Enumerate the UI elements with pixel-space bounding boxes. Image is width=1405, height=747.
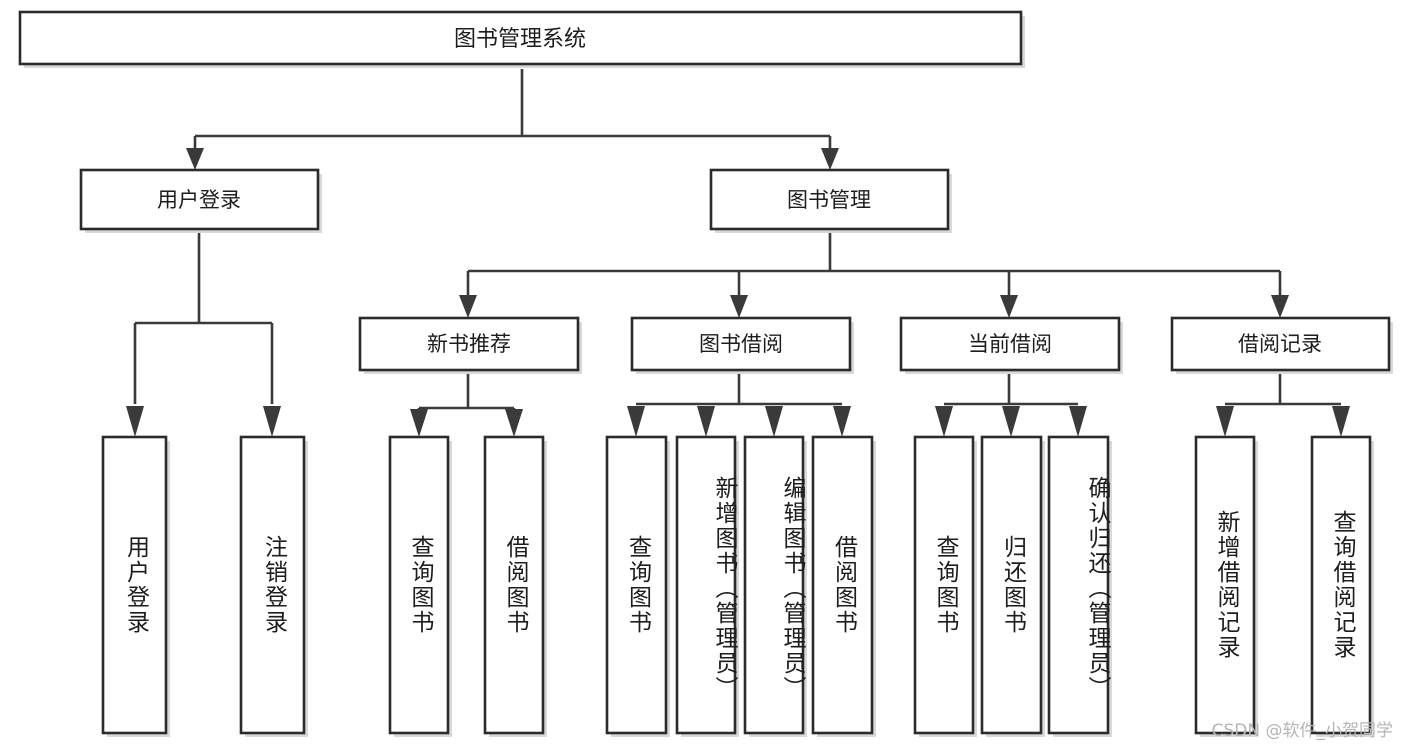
leaf-label-return-book: 归还图书 <box>999 535 1026 635</box>
arrowhead-current-borrow <box>1000 295 1018 318</box>
current-borrow-label: 当前借阅 <box>968 332 1052 356</box>
leaf-box-query-book-3[interactable] <box>913 435 975 735</box>
leaf-label-edit-book: 编辑图书（管理员） <box>779 475 805 701</box>
current-borrow-box[interactable] <box>899 316 1121 372</box>
leaf-box-logout[interactable] <box>239 435 306 735</box>
new-book-recommend-box[interactable] <box>358 316 580 372</box>
leaf-box-borrow-book-1[interactable] <box>483 435 545 735</box>
leaf-label-query-book-3: 查询图书 <box>931 535 958 635</box>
leaf-box-edit-book[interactable] <box>743 435 805 735</box>
node-user-login[interactable]: 用户登录 <box>79 168 322 233</box>
leaf-box-borrow-book-2[interactable] <box>811 435 874 735</box>
leaf-label-add-record: 新增借阅记录 <box>1212 510 1239 660</box>
book-borrow-box[interactable] <box>630 316 852 372</box>
leaf-box-query-record[interactable] <box>1310 435 1372 735</box>
arrowhead-borrow-record <box>1271 295 1289 318</box>
node-book-borrow[interactable]: 图书借阅 <box>630 316 854 374</box>
leaf-label-add-book: 新增图书（管理员） <box>711 475 737 701</box>
arrowhead-leaf-confirm-return <box>1069 406 1087 437</box>
leaf-box-query-book-1[interactable] <box>388 435 450 735</box>
arrowhead-leaf-query-book-1 <box>410 409 428 437</box>
node-new-book-recommend[interactable]: 新书推荐 <box>358 316 582 374</box>
arrowhead-leaf-logout <box>263 406 281 437</box>
root-label: 图书管理系统 <box>454 27 586 52</box>
connector-group <box>126 69 1350 437</box>
arrowhead-leaf-borrow-book-2 <box>833 406 851 437</box>
arrowhead-book-management <box>821 148 839 170</box>
leaf-box-user-login[interactable] <box>101 435 168 735</box>
leaf-box-add-book[interactable] <box>675 435 737 735</box>
new-book-recommend-label: 新书推荐 <box>427 332 511 356</box>
node-current-borrow[interactable]: 当前借阅 <box>899 316 1123 374</box>
leaf-box-query-book-2[interactable] <box>605 435 668 735</box>
book-borrow-label: 图书借阅 <box>699 332 783 356</box>
leaf-label-borrow-book-1: 借阅图书 <box>501 535 528 635</box>
arrowhead-leaf-edit-book <box>765 406 783 437</box>
user-login-box[interactable] <box>79 168 320 231</box>
arrowhead-leaf-borrow-book-1 <box>505 409 523 437</box>
leaf-box-add-record[interactable] <box>1194 435 1256 735</box>
arrowhead-leaf-return-book <box>1002 406 1020 437</box>
node-borrow-record[interactable]: 借阅记录 <box>1170 316 1393 374</box>
leaf-label-query-record: 查询借阅记录 <box>1328 510 1355 660</box>
borrow-record-label: 借阅记录 <box>1238 332 1322 356</box>
leaf-label-borrow-book-2: 借阅图书 <box>830 535 857 635</box>
user-login-label: 用户登录 <box>157 188 241 212</box>
leaf-label-logout: 注销登录 <box>260 535 287 635</box>
root-box[interactable] <box>18 10 1023 66</box>
leaf-boxes-group <box>101 435 1374 737</box>
arrowhead-book-borrow <box>730 295 748 318</box>
arrowhead-leaf-add-record <box>1216 406 1234 437</box>
arrowhead-leaf-user-login <box>126 406 144 437</box>
leaf-box-return-book[interactable] <box>980 435 1043 735</box>
borrow-record-box[interactable] <box>1170 316 1391 372</box>
leaf-label-query-book-2: 查询图书 <box>624 535 651 635</box>
arrowhead-leaf-query-record <box>1332 406 1350 437</box>
arrowhead-new-book-recommend <box>459 295 477 318</box>
book-management-box[interactable] <box>709 168 950 231</box>
arrowhead-leaf-add-book <box>697 406 715 437</box>
leaf-label-user-login: 用户登录 <box>122 535 149 635</box>
leaf-label-query-book-1: 查询图书 <box>406 535 433 635</box>
arrowhead-leaf-query-book-2 <box>627 406 645 437</box>
leaf-box-confirm-return[interactable] <box>1047 435 1110 735</box>
watermark-text: CSDN @软件_小贺同学 <box>1211 721 1393 741</box>
arrowhead-leaf-query-book-3 <box>935 406 953 437</box>
leaf-label-confirm-return: 确认归还（管理员） <box>1084 475 1110 701</box>
node-root[interactable]: 图书管理系统 <box>18 10 1025 68</box>
book-management-label: 图书管理 <box>787 188 871 212</box>
node-book-management[interactable]: 图书管理 <box>709 168 952 233</box>
arrowhead-user-login <box>186 148 204 170</box>
